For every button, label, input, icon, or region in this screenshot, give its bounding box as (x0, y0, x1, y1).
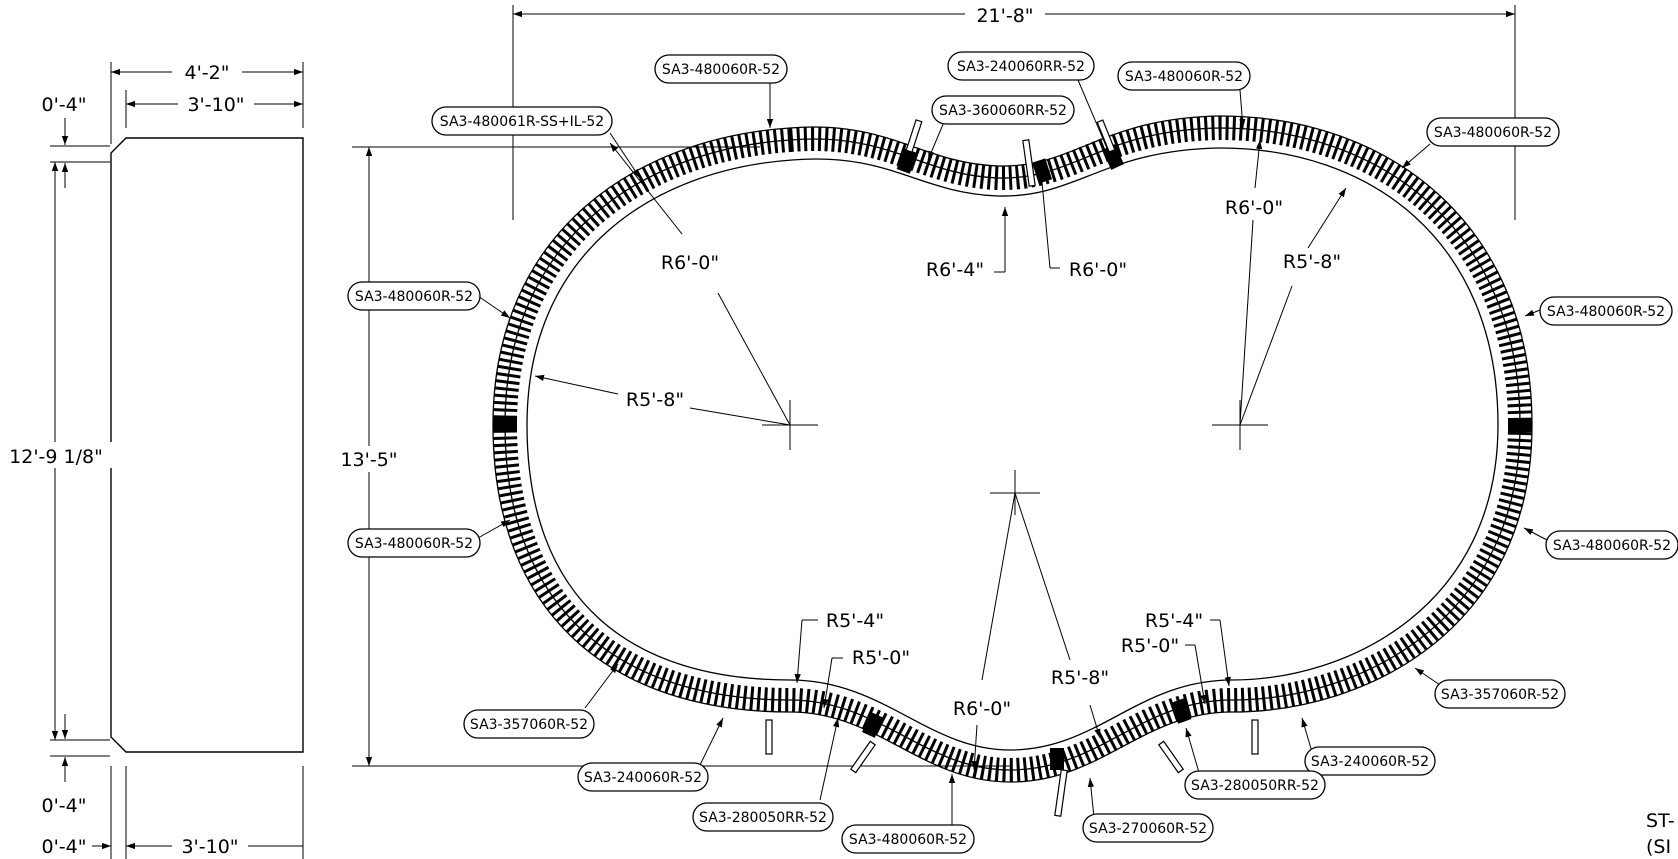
radius-label: R5'-4" (1145, 610, 1203, 632)
radius-label: R6'-0" (661, 252, 719, 274)
panel-inner-bottom-dim: 3'-10" (181, 836, 238, 858)
callout-8: SA3-480060R-52 (1539, 296, 1673, 326)
callout-12: SA3-357060R-52 (1434, 679, 1566, 709)
callout-label: SA3-480060R-52 (355, 289, 473, 305)
radius-label: R5'-0" (852, 647, 910, 669)
callout-5: SA3-360060RR-52 (931, 95, 1075, 125)
callout-label: SA3-240060RR-52 (957, 59, 1085, 75)
callout-leaders (477, 79, 1548, 825)
offset-bottom-left-dim: 0'-4" (42, 836, 87, 858)
callout-label: SA3-480060R-52 (849, 832, 967, 848)
callout-14: SA3-240060R-52 (1304, 746, 1436, 776)
callout-label: SA3-240060R-52 (1311, 754, 1429, 770)
radius-labels: R6'-0" R5'-8" R6'-4" R6'-0" R6'-0" R5'-8… (626, 197, 1341, 720)
callout-label: SA3-480060R-52 (355, 536, 473, 552)
radius-label: R5'-0" (1121, 635, 1179, 657)
radius-label: R6'-4" (926, 259, 984, 281)
callout-7: SA3-480060R-52 (347, 281, 481, 311)
callout-4: SA3-480061R-SS+IL-52 (431, 106, 613, 136)
radius-label: R6'-0" (1225, 197, 1283, 219)
callout-16: SA3-280050RR-52 (1184, 770, 1326, 800)
callout-1: SA3-480060R-52 (654, 54, 788, 84)
callout-label: SA3-357060R-52 (1441, 687, 1559, 703)
overall-dimensions: 21'-8" 13'-5" (336, 2, 1516, 767)
callout-9: SA3-480060R-52 (347, 528, 481, 558)
callout-label: SA3-480061R-SS+IL-52 (440, 114, 604, 130)
radius-leaders (534, 139, 1347, 771)
corner-note: ST- (SI (1646, 810, 1675, 858)
note-line-1: ST- (1646, 810, 1675, 832)
callout-label: SA3-240060R-52 (584, 770, 702, 786)
callout-label: SA3-480060R-52 (1434, 125, 1552, 141)
pool-outline (492, 115, 1533, 817)
callout-15: SA3-280050RR-52 (692, 802, 834, 832)
radius-label: R5'-8" (626, 389, 684, 411)
callout-6: SA3-480060R-52 (1426, 117, 1560, 147)
radius-label: R5'-4" (826, 610, 884, 632)
panel-width-dim: 4'-2" (185, 62, 230, 84)
overall-height-dim: 13'-5" (340, 449, 397, 471)
callout-label: SA3-360060RR-52 (939, 103, 1067, 119)
callout-3: SA3-480060R-52 (1117, 61, 1251, 91)
radius-label: R5'-8" (1283, 251, 1341, 273)
panel-inner-top-dim: 3'-10" (187, 94, 244, 116)
callout-10: SA3-480060R-52 (1545, 530, 1678, 560)
offset-top-dim: 0'-4" (42, 94, 87, 116)
callout-bubbles: SA3-480060R-52 SA3-240060RR-52 SA3-48006… (347, 51, 1678, 854)
callout-label: SA3-480060R-52 (662, 62, 780, 78)
callout-13: SA3-240060R-52 (577, 762, 709, 792)
callout-18: SA3-270060R-52 (1082, 813, 1214, 843)
offset-bottom-dim: 0'-4" (42, 795, 87, 817)
callout-label: SA3-480060R-52 (1553, 538, 1671, 554)
callout-label: SA3-480060R-52 (1125, 69, 1243, 85)
overall-width-dim: 21'-8" (976, 5, 1033, 27)
callout-17: SA3-480060R-52 (841, 824, 975, 854)
panel-height-dim: 12'-9 1/8" (9, 446, 103, 468)
radius-label: R6'-0" (1069, 259, 1127, 281)
callout-2: SA3-240060RR-52 (947, 51, 1095, 81)
callout-label: SA3-480060R-52 (1547, 304, 1665, 320)
callout-label: SA3-270060R-52 (1089, 821, 1207, 837)
callout-label: SA3-280050RR-52 (1191, 778, 1319, 794)
radius-label: R5'-8" (1051, 667, 1109, 689)
side-panel: 4'-2" 3'-10" 0'-4" 12'-9 1/8" 0'-4" 3'-1… (0, 60, 304, 859)
callout-11: SA3-357060R-52 (463, 709, 595, 739)
note-line-2: (SI (1646, 836, 1671, 858)
radius-label: R6'-0" (953, 698, 1011, 720)
callout-label: SA3-357060R-52 (470, 717, 588, 733)
callout-label: SA3-280050RR-52 (699, 810, 827, 826)
